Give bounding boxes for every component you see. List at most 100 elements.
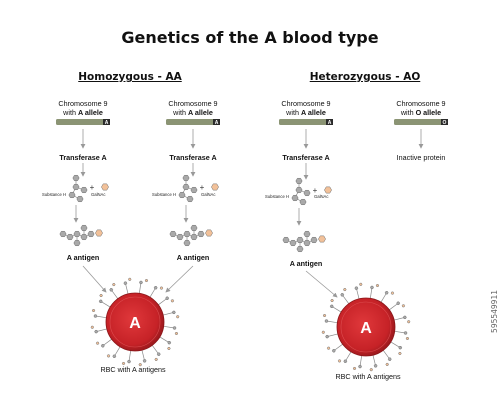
surface-antigen-2-1 bbox=[398, 346, 403, 350]
surface-galnac-2-2 bbox=[385, 362, 389, 366]
cell-rim-2 bbox=[340, 301, 392, 353]
allele-letter-3: A bbox=[328, 120, 332, 126]
chromosome-4: O bbox=[394, 119, 448, 126]
allele-line-3: with A allele bbox=[286, 108, 326, 117]
antigen-galnac-1 bbox=[95, 229, 103, 237]
allele-band-3 bbox=[326, 119, 333, 125]
surface-antigen-1-0 bbox=[172, 326, 177, 330]
surface-antigen-2-0 bbox=[403, 331, 408, 335]
antigen-hexagon-3-0 bbox=[282, 236, 290, 244]
surface-galnac-2-11 bbox=[359, 282, 363, 286]
surface-antigen-2-6 bbox=[331, 349, 336, 353]
sugar-hexagon-2-2 bbox=[190, 186, 198, 194]
plus-sign-2: + bbox=[200, 183, 205, 192]
allele-name-1: A allele bbox=[77, 108, 103, 117]
surface-galnac-2-5 bbox=[337, 359, 342, 363]
sugar-label-1: GalNAc bbox=[91, 192, 106, 197]
surface-antigen-1-1 bbox=[167, 341, 172, 345]
surface-antigen-stalk-2-10 bbox=[341, 294, 350, 304]
sugar-hexagon-2-0 bbox=[182, 174, 190, 182]
surface-antigen-2-5 bbox=[343, 359, 348, 363]
arrow-antigen3-to-cell2 bbox=[305, 270, 338, 298]
chromosome-name-3: Chromosome 9 bbox=[281, 99, 331, 108]
antigen-hexagon-3-4 bbox=[310, 236, 318, 244]
surface-antigen-2-2 bbox=[387, 357, 392, 361]
surface-antigen-1-13 bbox=[153, 286, 158, 290]
galnac-hexagon-2 bbox=[211, 183, 219, 191]
surface-galnac-1-1 bbox=[167, 346, 171, 350]
antigen-label-3: A antigen bbox=[289, 259, 323, 268]
surface-galnac-1-10 bbox=[112, 283, 116, 287]
antigen-hexagon-1-2 bbox=[73, 230, 81, 238]
product-label-3: Transferase A bbox=[282, 153, 330, 162]
surface-antigen-stalk-1-4 bbox=[128, 350, 132, 362]
surface-antigen-1-11 bbox=[123, 281, 128, 285]
surface-antigen-stalk-1-14 bbox=[158, 297, 168, 306]
surface-antigen-stalk-2-11 bbox=[356, 288, 360, 299]
surface-antigen-2-12 bbox=[370, 285, 374, 290]
chromosome-2: A bbox=[166, 119, 220, 126]
surface-antigen-stalk-1-12 bbox=[138, 282, 142, 294]
surface-antigen-1-4 bbox=[127, 359, 131, 364]
chromosome-label-3: Chromosome 9 with A allele bbox=[251, 99, 361, 117]
surface-galnac-1-8 bbox=[91, 309, 96, 312]
surface-antigen-1-10 bbox=[109, 288, 114, 292]
surface-antigen-1-8 bbox=[93, 314, 98, 318]
antigen-hexagon-1-6 bbox=[80, 224, 88, 232]
surface-antigen-2-15 bbox=[402, 315, 407, 320]
surface-galnac-2-14 bbox=[401, 304, 406, 308]
antigen-hexagon-2-0 bbox=[169, 230, 177, 238]
surface-antigen-2-7 bbox=[325, 334, 330, 339]
chromosome-bar-3 bbox=[279, 119, 333, 125]
sugar-hexagon-3-0 bbox=[295, 177, 303, 185]
chromosome-label-1: Chromosome 9 with A allele bbox=[28, 99, 138, 117]
allele-line-4: with O allele bbox=[400, 108, 442, 117]
chromosome-name-1: Chromosome 9 bbox=[58, 99, 108, 108]
surface-antigen-2-4 bbox=[358, 364, 362, 369]
chromosome-1: A bbox=[56, 119, 110, 126]
surface-antigen-1-15 bbox=[171, 310, 176, 315]
surface-antigen-2-3 bbox=[373, 364, 378, 368]
allele-name-4: O allele bbox=[415, 108, 442, 117]
cell-caption-1: RBC with A antigens bbox=[100, 365, 166, 374]
cell-letter-2: A bbox=[360, 320, 372, 337]
surface-antigen-stalk-2-1 bbox=[390, 341, 401, 348]
surface-antigen-stalk-1-9 bbox=[100, 301, 111, 308]
surface-antigen-2-14 bbox=[396, 301, 401, 305]
surface-antigen-1-14 bbox=[165, 296, 170, 300]
chromosome-bar-2 bbox=[166, 119, 220, 125]
surface-antigen-1-5 bbox=[112, 354, 117, 358]
antigen-hexagon-2-3 bbox=[190, 233, 198, 241]
red-blood-cell-1: A bbox=[90, 277, 180, 367]
antigen-galnac-2 bbox=[205, 229, 213, 237]
substance-label-2: Substance H bbox=[152, 192, 176, 197]
substance-h-molecule-1 bbox=[68, 174, 88, 203]
surface-antigen-2-10 bbox=[340, 293, 345, 297]
allele-line-2: with A allele bbox=[173, 108, 213, 117]
surface-galnac-1-9 bbox=[99, 294, 103, 298]
surface-galnac-2-0 bbox=[405, 337, 410, 340]
sugar-hexagon-1-3 bbox=[68, 191, 76, 199]
antigen-hexagon-1-4 bbox=[87, 230, 95, 238]
surface-galnac-1-4 bbox=[121, 361, 126, 365]
chromosome-name-4: Chromosome 9 bbox=[396, 99, 446, 108]
antigen-label-2: A antigen bbox=[176, 253, 210, 262]
substance-label-1: Substance H bbox=[42, 192, 66, 197]
antigen-hexagon-3-6 bbox=[303, 230, 311, 238]
a-antigen-molecule-2 bbox=[169, 224, 213, 247]
surface-galnac-1-0 bbox=[174, 332, 179, 335]
chromosome-bar-1 bbox=[56, 119, 110, 125]
sugar-hexagon-3-4 bbox=[299, 198, 307, 206]
surface-galnac-1-14 bbox=[170, 299, 175, 303]
antigen-hexagon-1-5 bbox=[73, 239, 81, 247]
watermark-id: 595549911 bbox=[490, 290, 499, 333]
surface-antigen-stalk-2-3 bbox=[372, 355, 376, 366]
surface-galnac-2-4 bbox=[352, 366, 357, 370]
antigen-hexagon-3-2 bbox=[296, 236, 304, 244]
surface-antigen-stalk-2-14 bbox=[389, 302, 399, 311]
surface-antigen-stalk-1-0 bbox=[163, 325, 175, 329]
antigen-hexagon-2-6 bbox=[190, 224, 198, 232]
sugar-hexagon-1-0 bbox=[72, 174, 80, 182]
a-antigen-molecule-1 bbox=[59, 224, 103, 247]
antigen-hexagon-2-5 bbox=[183, 239, 191, 247]
